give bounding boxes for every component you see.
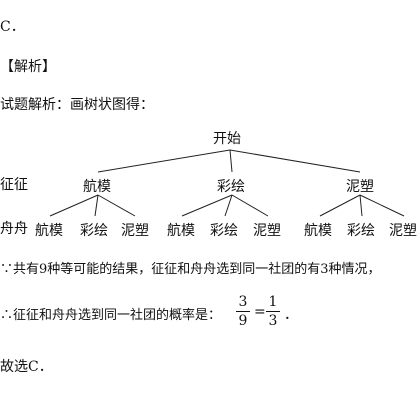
probability-prefix: ∴征征和舟舟选到同一社团的概率是： <box>0 308 222 323</box>
edge-root-1 <box>229 149 233 173</box>
tree-level2-node: 航模 <box>35 223 63 239</box>
row-label-person2: 舟舟 <box>0 221 28 237</box>
tree-diagram <box>49 149 405 217</box>
tree-level2-node: 彩绘 <box>347 223 375 239</box>
tree-root: 开始 <box>213 131 241 147</box>
edge-l1-2-1 <box>359 194 363 217</box>
fraction-1-over-3: 1 3 <box>266 294 280 329</box>
edge-l1-1-2 <box>231 194 269 217</box>
tree-level2-node: 航模 <box>304 223 332 239</box>
tree-level1-node: 彩绘 <box>217 179 245 195</box>
tree-level2-node: 彩绘 <box>80 223 108 239</box>
edge-l1-1-1 <box>224 194 233 217</box>
fraction-numerator: 1 <box>268 294 278 310</box>
fraction-numerator: 3 <box>238 294 248 310</box>
equals-sign: = <box>254 304 266 320</box>
edge-l1-1-0 <box>181 194 233 217</box>
edge-l1-2-2 <box>359 194 405 217</box>
tree-level2-node: 航模 <box>167 223 195 239</box>
probability-suffix: ． <box>284 307 298 323</box>
edge-l1-2-0 <box>319 194 361 217</box>
edge-l1-0-2 <box>97 194 136 217</box>
statement-line: ∵共有9种等可能的结果，征征和舟舟选到同一社团的有3种情况， <box>0 262 381 277</box>
analysis-header: 【解析】 <box>0 59 56 75</box>
tree-level2-node: 泥塑 <box>121 223 149 239</box>
edge-l1-0-0 <box>49 194 99 217</box>
tree-level1-node: 泥塑 <box>346 179 374 195</box>
tree-level1-node: 航模 <box>83 179 111 195</box>
edge-root-2 <box>229 149 361 173</box>
tree-level2-node: 彩绘 <box>210 223 238 239</box>
edge-root-0 <box>97 149 231 173</box>
edge-l1-0-1 <box>94 194 99 217</box>
row-label-person1: 征征 <box>0 177 28 193</box>
conclusion-line: 故选C． <box>0 359 53 375</box>
fraction-3-over-9: 3 9 <box>236 294 250 329</box>
answer-line: C． <box>0 19 25 35</box>
tree-level2-node: 泥塑 <box>253 223 281 239</box>
fraction-bar <box>266 311 280 312</box>
fraction-bar <box>236 311 250 312</box>
fraction-denominator: 3 <box>268 313 278 329</box>
fraction-denominator: 9 <box>238 313 248 329</box>
intro-line: 试题解析：画树状图得： <box>0 97 154 113</box>
tree-level2-node: 泥塑 <box>389 223 417 239</box>
